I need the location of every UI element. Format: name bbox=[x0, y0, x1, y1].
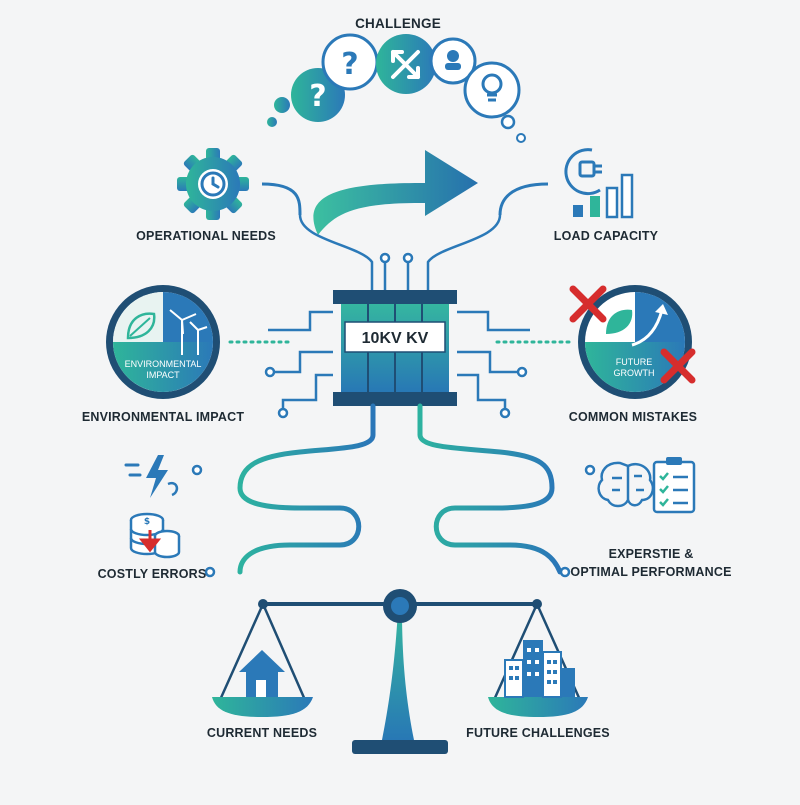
balance-scale bbox=[212, 589, 588, 754]
future-badge-line1: FUTURE bbox=[616, 357, 653, 367]
coins-icon: $ bbox=[129, 512, 181, 559]
circuit-nodes-right bbox=[499, 366, 528, 419]
future-challenges-label: FUTURE CHALLENGES bbox=[466, 726, 610, 740]
leaf-icon bbox=[126, 312, 156, 340]
leaf-icon bbox=[606, 309, 633, 334]
core-label: 10KV KV bbox=[362, 330, 429, 347]
environmental-badge-line1: ENVIRONMENTAL bbox=[125, 359, 202, 369]
circuit-nodes-left bbox=[264, 366, 289, 419]
core-input-lines bbox=[298, 214, 502, 290]
idea-bubble bbox=[463, 61, 521, 119]
question-mark-icon: ? bbox=[341, 47, 358, 82]
growth-arrow-head bbox=[655, 304, 668, 315]
gear-icon bbox=[177, 148, 249, 220]
challenge-title: CHALLENGE bbox=[355, 16, 441, 31]
load-capacity-label: LOAD CAPACITY bbox=[553, 229, 659, 243]
connector-line bbox=[261, 182, 302, 216]
big-arrow-icon bbox=[313, 150, 478, 235]
future-badge-line2: GROWTH bbox=[614, 368, 655, 378]
serpentine-lines bbox=[197, 403, 593, 575]
swap-arrows-icon bbox=[391, 50, 420, 79]
line-end-nodes bbox=[191, 464, 596, 578]
lightning-bolt-icon bbox=[124, 455, 179, 498]
environmental-badge-line2: IMPACT bbox=[146, 370, 180, 380]
current-needs-label: CURRENT NEEDS bbox=[206, 726, 318, 740]
brain-icon bbox=[597, 461, 654, 508]
cloud-dot bbox=[267, 117, 277, 127]
svg-text:$: $ bbox=[144, 517, 150, 527]
operational-needs-label: OPERATIONAL NEEDS bbox=[136, 229, 276, 243]
house-icon bbox=[239, 650, 285, 697]
red-x-icon bbox=[569, 285, 696, 384]
growth-arrow-icon bbox=[631, 309, 664, 347]
core-terminals bbox=[379, 252, 414, 264]
city-buildings-icon bbox=[504, 640, 575, 698]
lightbulb-icon bbox=[481, 73, 503, 102]
circuit-left bbox=[268, 310, 333, 410]
expertise-label-line1: EXPERSTIE & bbox=[608, 547, 694, 561]
cloud-dot bbox=[274, 97, 290, 113]
transformer-core bbox=[333, 290, 457, 406]
checklist-icon bbox=[652, 457, 696, 514]
common-mistakes-label: COMMON MISTAKES bbox=[568, 410, 698, 424]
wind-turbine-icon bbox=[169, 309, 208, 355]
environmental-impact-label: ENVIRONMENTAL IMPACT bbox=[81, 410, 245, 424]
costly-errors-label: COSTLY ERRORS bbox=[97, 567, 207, 581]
question-mark-icon: ? bbox=[309, 79, 326, 114]
thought-cloud: ? ? bbox=[267, 33, 526, 143]
connector-line bbox=[498, 182, 549, 216]
cloud-dot bbox=[500, 114, 516, 130]
load-capacity-icon bbox=[564, 148, 634, 219]
environmental-badge bbox=[106, 285, 220, 399]
expertise-label-line2: OPTIMAL PERFORMANCE bbox=[570, 565, 732, 579]
cloud-dot bbox=[516, 133, 526, 143]
red-down-arrow-icon bbox=[138, 530, 162, 553]
circuit-right bbox=[457, 310, 530, 410]
person-icon bbox=[445, 50, 461, 70]
future-growth-badge bbox=[569, 285, 696, 399]
